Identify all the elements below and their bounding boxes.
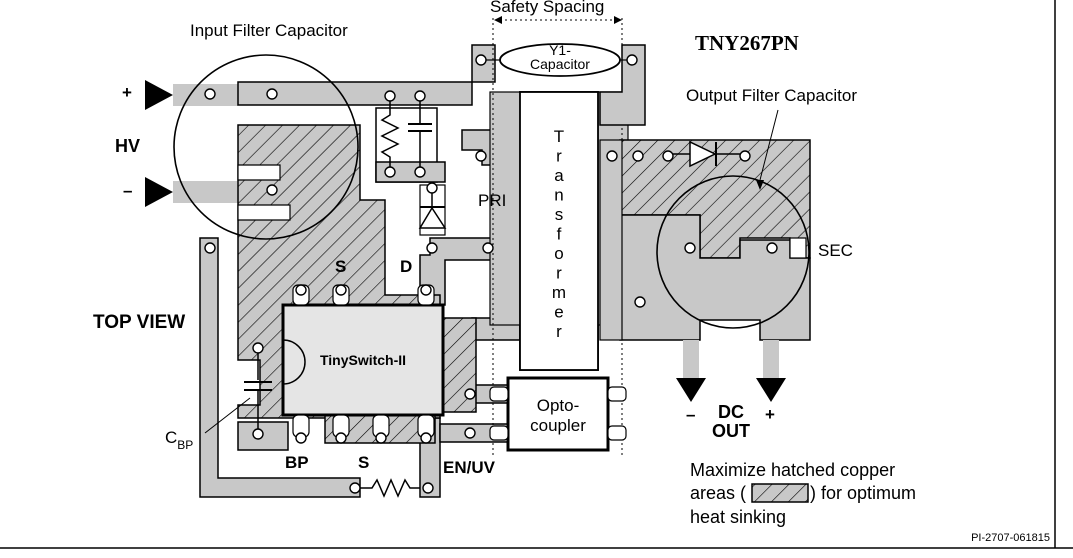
sec-tab bbox=[789, 237, 807, 259]
label-chip-name: TinySwitch-II bbox=[320, 352, 406, 368]
label-hv-minus: – bbox=[123, 181, 132, 200]
transformer-letter: r bbox=[556, 322, 562, 341]
label-out: OUT bbox=[712, 421, 750, 441]
tinyswitch-chip-body bbox=[281, 303, 445, 417]
secondary-pin-strip bbox=[599, 139, 623, 341]
source-slot-1 bbox=[237, 164, 281, 181]
transformer-letter: r bbox=[556, 264, 562, 283]
transformer-letter: e bbox=[554, 303, 563, 322]
note-line2b: ) for optimum bbox=[810, 483, 916, 503]
transformer-pri-pins bbox=[489, 91, 521, 326]
snubber-bottom-pad bbox=[375, 161, 446, 183]
hv-plus-arrow bbox=[145, 80, 173, 110]
transformer-letter: m bbox=[552, 283, 566, 302]
label-s-bottom: S bbox=[358, 453, 369, 472]
note-line1: Maximize hatched copper bbox=[690, 460, 895, 480]
vias bbox=[204, 54, 778, 494]
label-dc: DC bbox=[718, 402, 744, 422]
transformer-core bbox=[519, 91, 599, 371]
label-y1-line1: Y1- bbox=[549, 42, 571, 58]
label-hv-plus: + bbox=[122, 83, 132, 102]
safety-arrow-left bbox=[494, 16, 502, 24]
optocoupler-body bbox=[506, 376, 610, 452]
primary-plus-trace bbox=[237, 44, 496, 106]
label-opto-line2: coupler bbox=[530, 416, 586, 435]
safety-arrow-right bbox=[614, 16, 622, 24]
transformer-letter: o bbox=[554, 244, 563, 263]
hv-minus-arrow bbox=[145, 177, 173, 207]
label-en-uv: EN/UV bbox=[443, 458, 496, 477]
transformer-letter: n bbox=[554, 186, 563, 205]
label-part-number: TNY267PN bbox=[695, 31, 799, 55]
note-line2a: areas ( bbox=[690, 483, 746, 503]
output-cap-pointer bbox=[759, 109, 779, 181]
label-dc-plus: + bbox=[765, 405, 775, 424]
note-hatch-swatch bbox=[751, 483, 809, 503]
cbp-pointer bbox=[204, 397, 251, 434]
opto-pins bbox=[489, 386, 627, 441]
label-d-top: D bbox=[400, 257, 412, 276]
transformer-letter: f bbox=[557, 225, 562, 244]
label-output-filter-capacitor: Output Filter Capacitor bbox=[686, 86, 857, 105]
en-resistor bbox=[360, 478, 420, 498]
label-sec: SEC bbox=[818, 241, 853, 260]
bypass-return-trace bbox=[199, 237, 361, 498]
label-hv: HV bbox=[115, 136, 140, 156]
dc-minus-lead bbox=[683, 340, 699, 378]
dc-plus-arrow bbox=[756, 378, 786, 402]
label-input-filter-capacitor: Input Filter Capacitor bbox=[190, 21, 348, 40]
snubber-resistor bbox=[380, 100, 400, 170]
input-filter-capacitor-outline bbox=[173, 54, 359, 240]
label-figure-id: PI-2707-061815 bbox=[971, 532, 1050, 544]
label-dc-minus: – bbox=[686, 405, 695, 424]
chip-notch bbox=[282, 339, 306, 385]
dc-minus-arrow bbox=[676, 378, 706, 402]
transformer-letter: T bbox=[554, 127, 564, 146]
label-cbp: CBP bbox=[165, 428, 193, 452]
label-cbp-sub: BP bbox=[177, 438, 193, 452]
label-pri: PRI bbox=[478, 191, 506, 210]
label-safety-spacing: Safety Spacing bbox=[490, 0, 604, 16]
label-bp: BP bbox=[285, 453, 309, 472]
transformer-letter: a bbox=[554, 166, 564, 185]
transformer-letter: r bbox=[556, 147, 562, 166]
label-y1-line2: Capacitor bbox=[530, 56, 590, 72]
clamp-diode-triangle bbox=[418, 206, 447, 229]
transformer-letter: s bbox=[555, 205, 564, 224]
note-line3: heat sinking bbox=[690, 507, 786, 527]
output-cap-pointer-head bbox=[756, 180, 764, 190]
dc-plus-lead bbox=[763, 340, 779, 378]
label-s-top: S bbox=[335, 257, 346, 276]
secondary-return-copper bbox=[619, 214, 811, 341]
source-slot-2 bbox=[237, 204, 291, 221]
output-filter-capacitor-outline bbox=[656, 175, 810, 329]
label-opto-line1: Opto- bbox=[537, 396, 580, 415]
label-cbp-main: C bbox=[165, 428, 177, 447]
label-top-view: TOP VIEW bbox=[93, 312, 185, 333]
